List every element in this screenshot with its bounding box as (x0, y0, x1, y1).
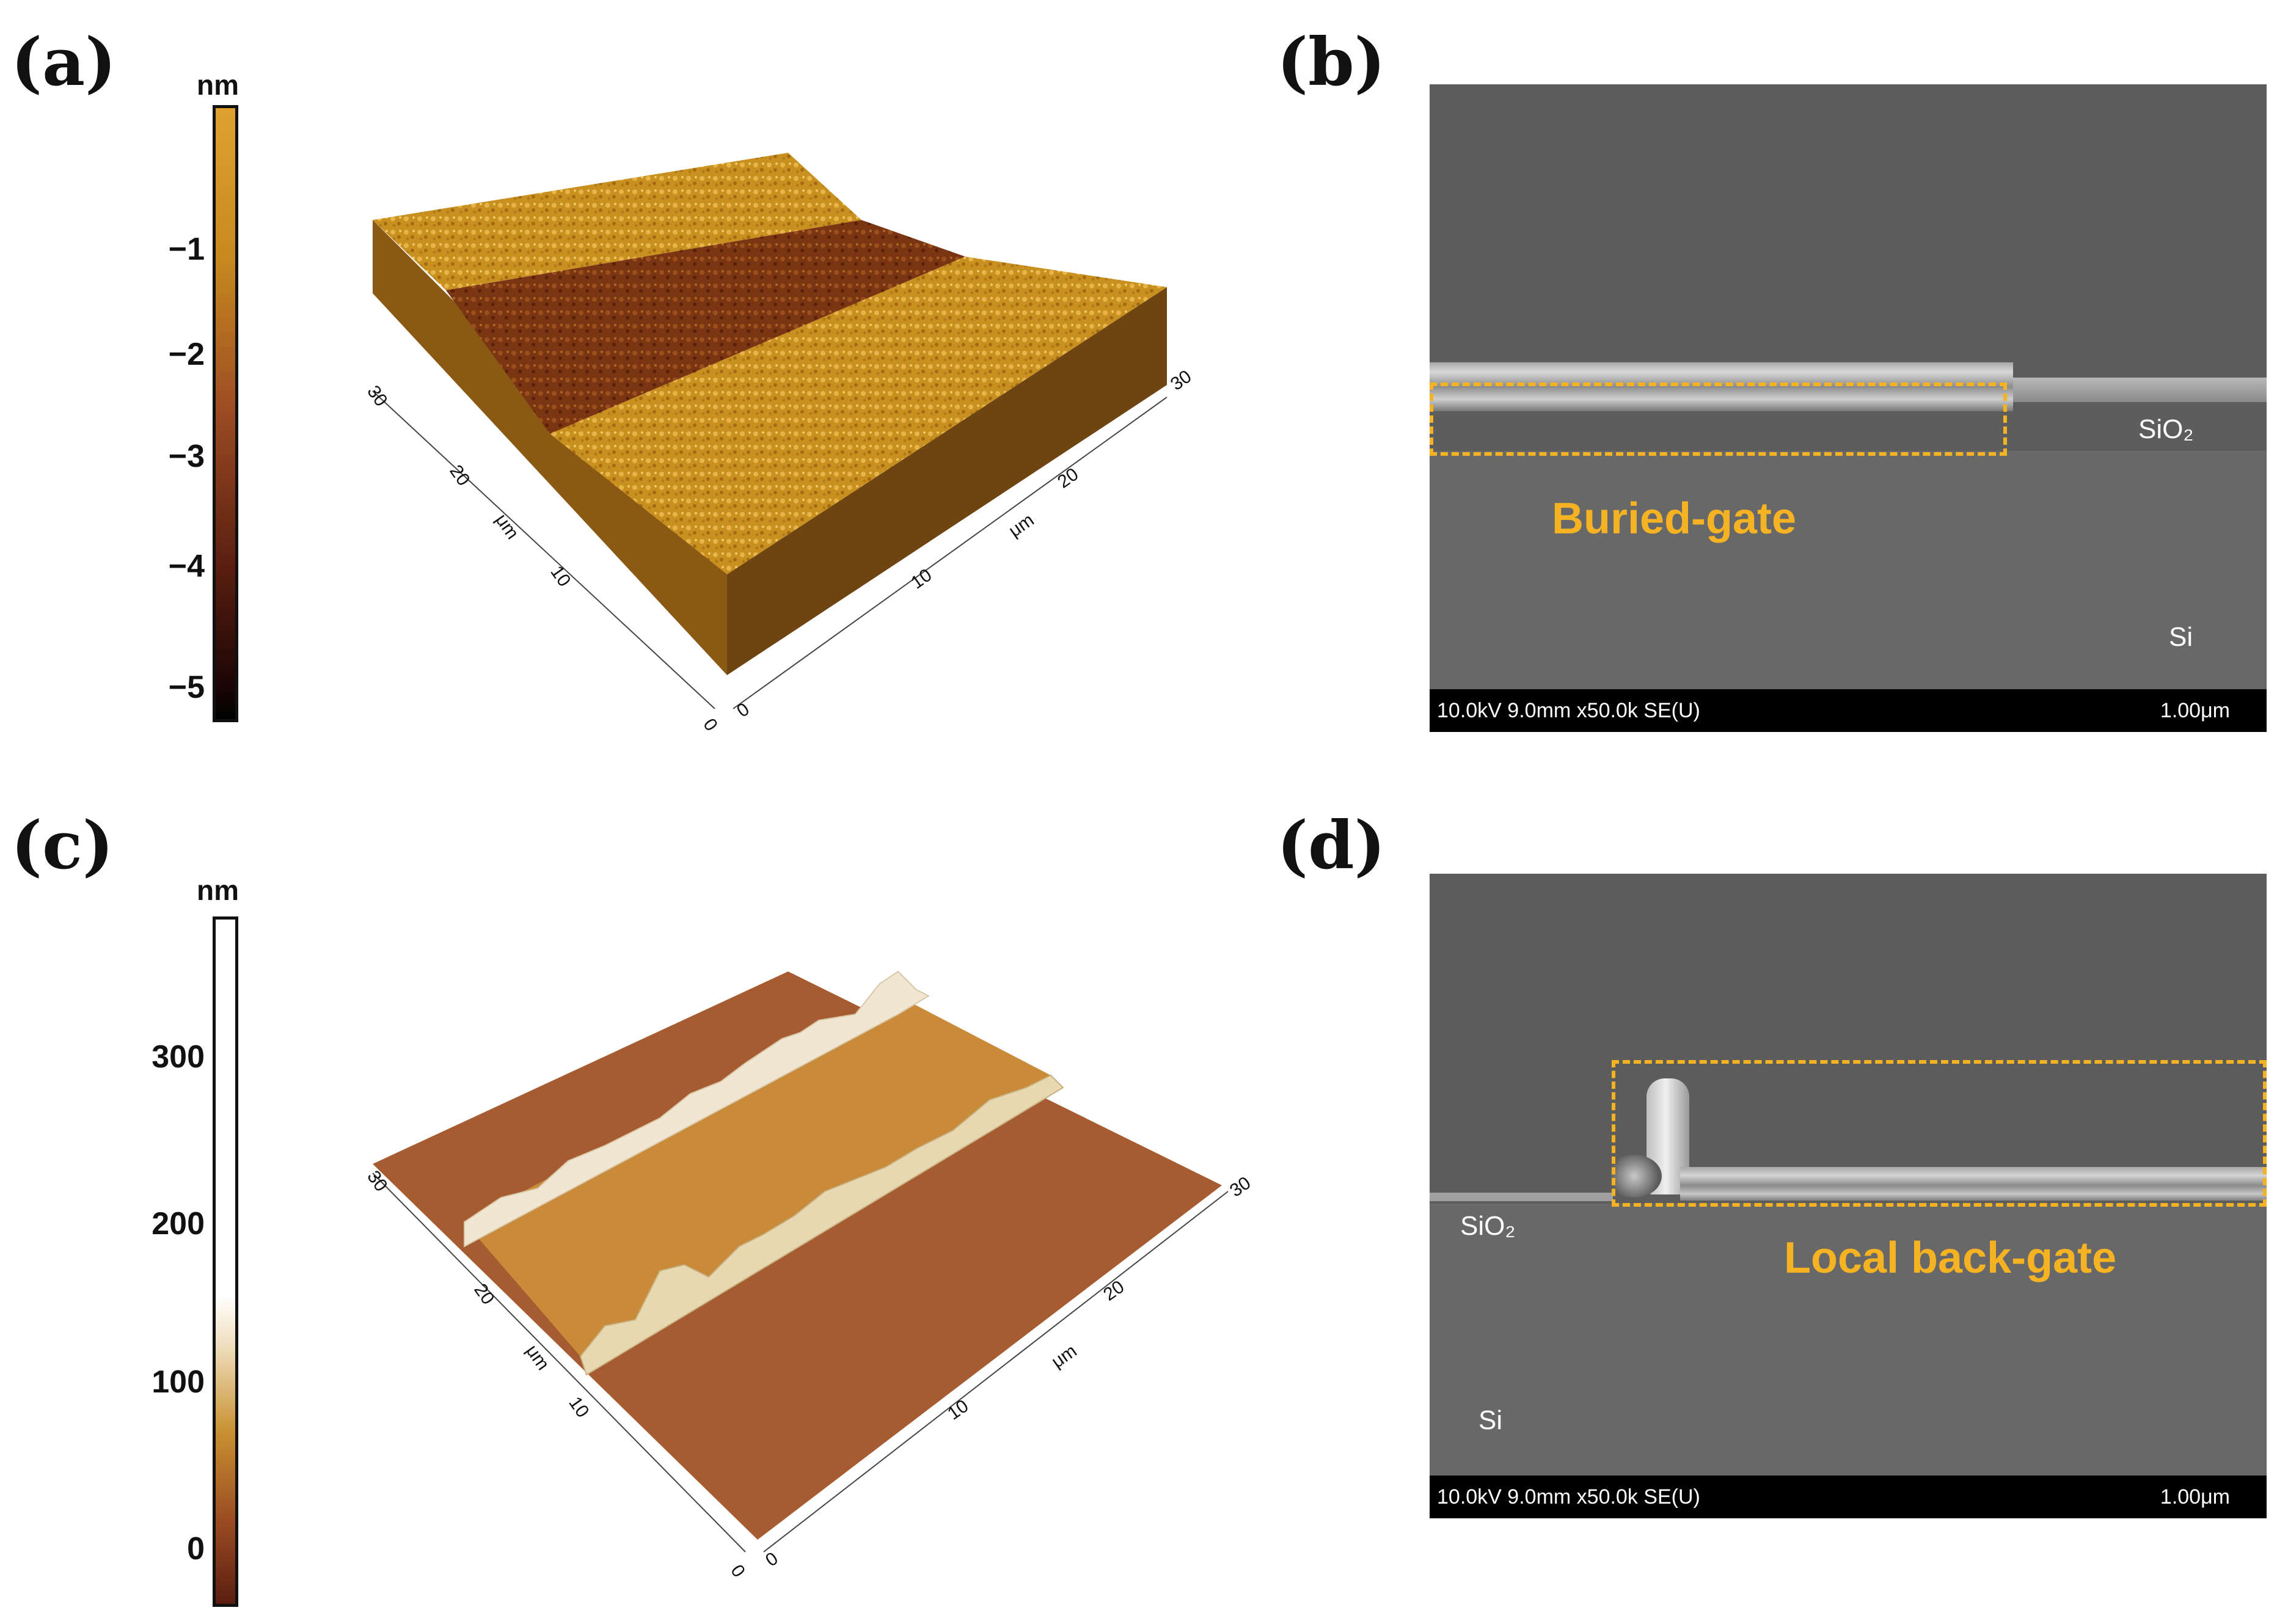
sem-b-layer (1430, 362, 2013, 411)
colorbar-c-tick-200: 200 (152, 1206, 205, 1242)
sem-d-sio2-label: SiO₂ (1460, 1211, 1516, 1241)
afm-a-ylabel: μm (491, 510, 522, 543)
afm-c-ytick-20: 20 (470, 1280, 498, 1308)
sem-b-highlight-box (1430, 382, 2007, 456)
colorbar-a-tick-3: −3 (168, 439, 205, 474)
afm-c-stripe (464, 996, 1051, 1356)
sem-b-info-bar: 10.0kV 9.0mm x50.0k SE(U) 1.00μm (1430, 689, 2267, 732)
afm-c-xtick-20: 20 (1100, 1277, 1128, 1305)
afm-a-xtick-30: 30 (1167, 367, 1195, 395)
colorbar-c-tick-0: 0 (187, 1531, 205, 1567)
afm-c-xtick-0: 0 (762, 1548, 782, 1571)
sem-d-highlight-box (1612, 1060, 2267, 1207)
colorbar-a-tick-1: −1 (168, 232, 205, 267)
panel-label-b: (b) (1277, 24, 1386, 101)
sem-d-si-label: Si (1478, 1405, 1503, 1435)
colorbar-a-unit: nm (197, 69, 239, 101)
panel-label-c: (c) (11, 807, 114, 884)
afm-a-trench (446, 220, 965, 434)
sem-b-layer-right (2013, 378, 2267, 402)
sem-image-d: SiO₂ Si Local back-gate 10.0kV 9.0mm x50… (1430, 874, 2267, 1518)
afm-a-xlabel: μm (1005, 510, 1038, 541)
colorbar-a-tick-5: −5 (168, 670, 205, 705)
afm-a-xtick-20: 20 (1054, 464, 1082, 492)
sem-d-sio2-line (1430, 1193, 1613, 1201)
afm-c-xtick-10: 10 (944, 1396, 972, 1424)
afm-a-ytick-20: 20 (445, 461, 473, 489)
panel-label-a: (a) (11, 24, 117, 101)
afm-a-xtick-0: 0 (733, 699, 753, 722)
sem-b-info: 10.0kV 9.0mm x50.0k SE(U) (1437, 699, 1700, 722)
colorbar-a-tick-2: −2 (168, 337, 205, 372)
colorbar-c (213, 916, 238, 1607)
sem-d-layer (1680, 1167, 2267, 1201)
panel-label-d: (d) (1277, 807, 1386, 884)
afm-c-ridge-1 (464, 970, 930, 1248)
sem-b-vacuum (1430, 84, 2267, 362)
afm-surface-a: 30 20 μm 10 0 0 10 μm 20 30 (363, 153, 1195, 735)
afm-c-xtick-30: 30 (1226, 1173, 1254, 1201)
afm-c-xlabel: μm (1048, 1341, 1081, 1372)
afm-a-xtick-10: 10 (907, 565, 935, 593)
sem-d-info: 10.0kV 9.0mm x50.0k SE(U) (1437, 1485, 1700, 1509)
afm-a-top-right (550, 257, 1167, 574)
sem-b-sio2-label: SiO₂ (2138, 414, 2194, 444)
colorbar-c-tick-100: 100 (152, 1364, 205, 1400)
afm-a-right-wall (727, 287, 1167, 675)
afm-c-ytick-10: 10 (565, 1393, 593, 1421)
afm-a-top-left (373, 153, 861, 290)
sem-b-scale: 1.00μm (2160, 699, 2230, 722)
sem-d-vacuum (1430, 874, 2267, 1201)
sem-d-scale: 1.00μm (2160, 1485, 2230, 1509)
colorbar-a-tick-4: −4 (168, 549, 205, 584)
sem-b-si-label: Si (2169, 622, 2193, 652)
sem-b-substrate (1430, 451, 2267, 689)
sem-d-info-bar: 10.0kV 9.0mm x50.0k SE(U) 1.00μm (1430, 1476, 2267, 1518)
colorbar-c-tick-300: 300 (152, 1039, 205, 1075)
sem-d-particle-glow (1607, 1155, 1662, 1198)
sem-d-annotation: Local back-gate (1784, 1234, 2117, 1282)
afm-c-ridge-2 (579, 1074, 1064, 1376)
sem-d-substrate (1430, 1204, 2267, 1476)
colorbar-a (213, 105, 238, 722)
afm-a-front-wall (373, 220, 727, 675)
afm-c-ylabel: μm (522, 1341, 553, 1374)
colorbar-c-unit: nm (197, 874, 239, 906)
afm-a-ytick-0: 0 (699, 715, 722, 735)
afm-a-ytick-30: 30 (363, 382, 391, 410)
afm-surface-c: 30 20 μm 10 0 0 10 μm 20 30 (363, 970, 1254, 1581)
afm-a-ytick-10: 10 (546, 562, 574, 590)
sem-b-annotation: Buried-gate (1552, 494, 1797, 543)
afm-c-ytick-0: 0 (726, 1561, 749, 1581)
sem-image-b: SiO₂ Si Buried-gate 10.0kV 9.0mm x50.0k … (1430, 84, 2267, 732)
